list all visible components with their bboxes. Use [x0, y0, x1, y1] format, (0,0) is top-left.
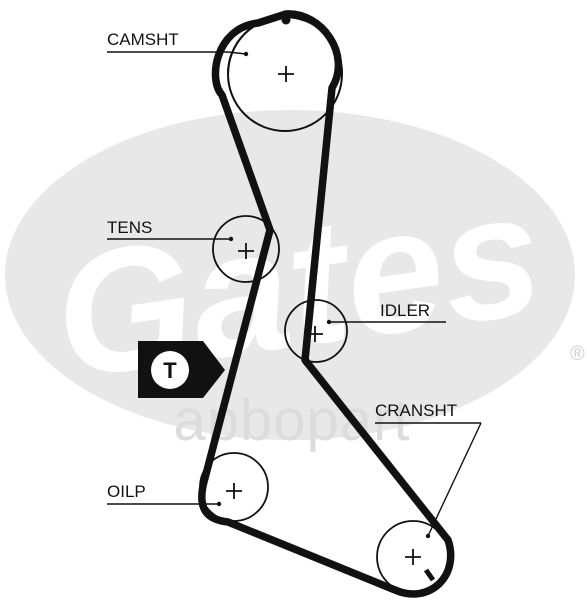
camshaft-callout: CAMSHT [107, 30, 249, 57]
idler-callout: IDLER [326, 301, 446, 325]
idler-label: IDLER [380, 301, 430, 320]
crankshaft-label: CRANSHT [375, 401, 457, 420]
tensioner-center-icon [238, 243, 254, 259]
crankshaft-center-icon [405, 549, 421, 565]
oil-pump-callout: OILP [107, 482, 222, 507]
tensioner-pulley [212, 215, 280, 283]
registered-mark: ® [570, 343, 585, 365]
oil-pump-label: OILP [107, 482, 146, 501]
tensioner-callout: TENS [107, 218, 234, 242]
tension-marker: T [138, 341, 225, 398]
camshaft-center-icon [278, 66, 294, 82]
tensioner-label: TENS [107, 218, 152, 237]
timing-belt [198, 10, 455, 598]
crankshaft-callout: CRANSHT [375, 401, 482, 539]
oil-pump-center-icon [226, 483, 242, 499]
tension-marker-letter: T [163, 358, 177, 383]
camshaft-label: CAMSHT [107, 30, 179, 49]
crankshaft-timing-mark [423, 568, 436, 582]
tension-marker-circle [151, 351, 189, 389]
